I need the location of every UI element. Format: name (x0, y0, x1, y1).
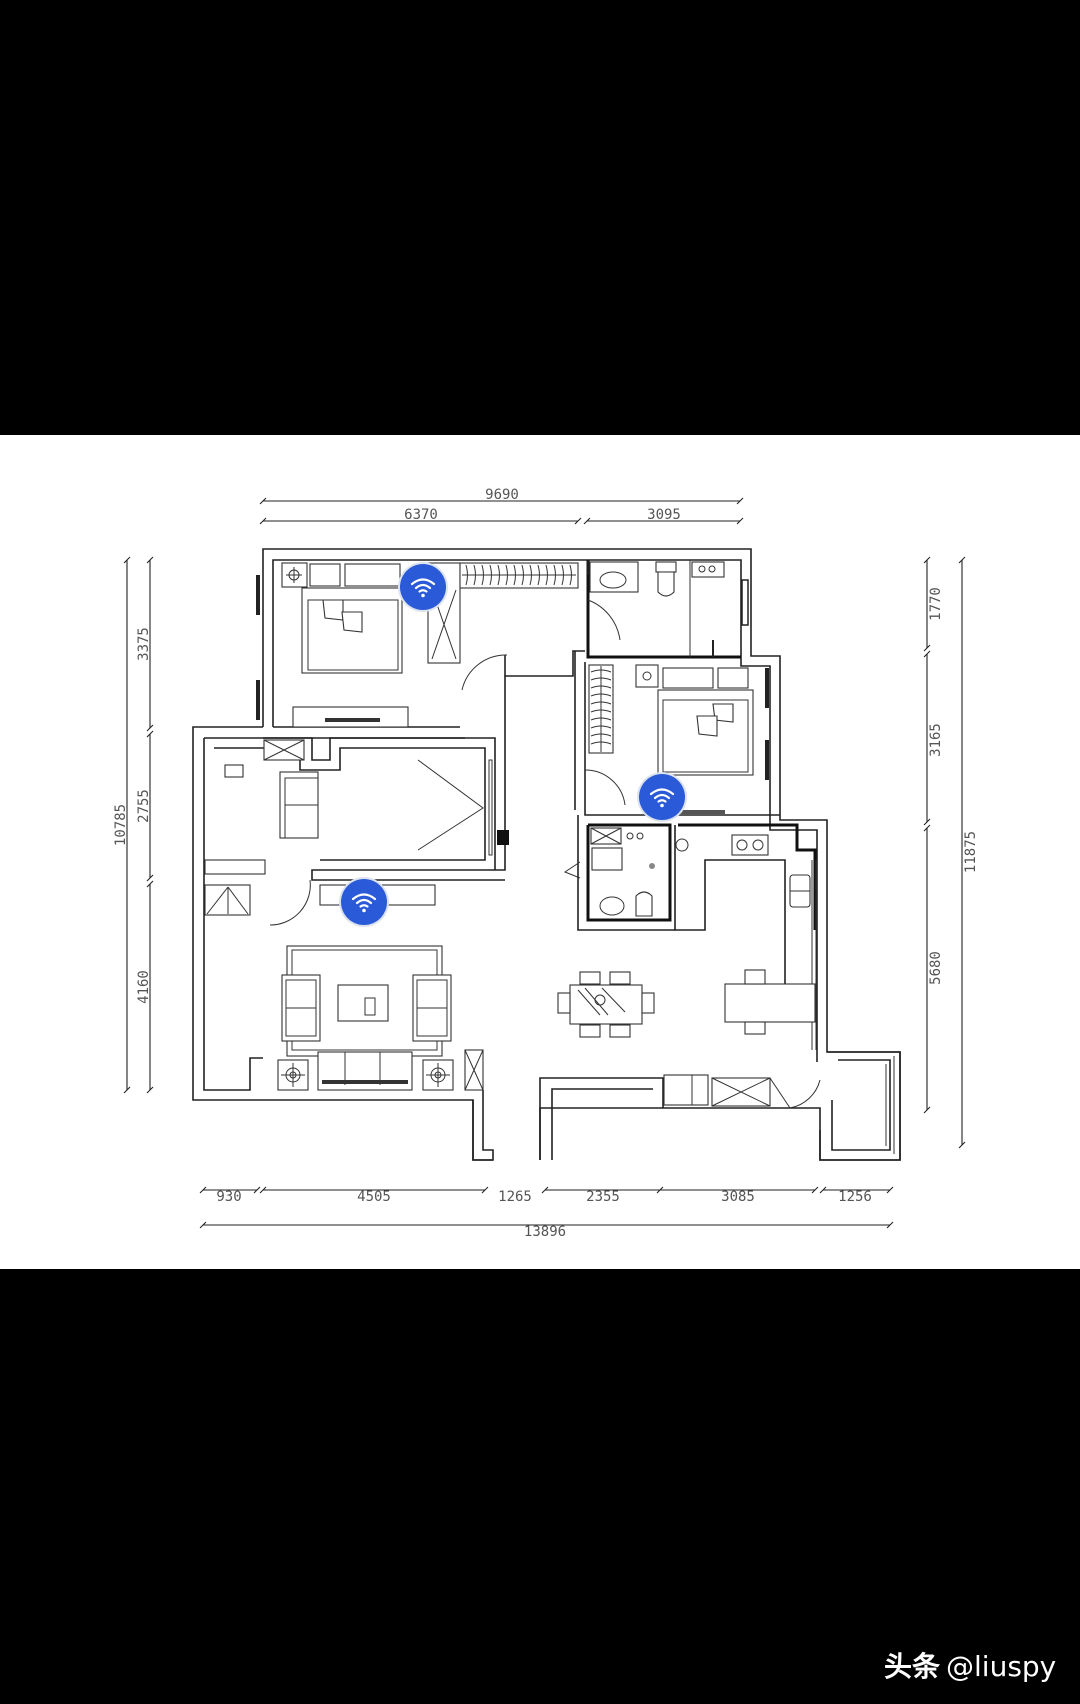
wifi-icon (649, 788, 675, 808)
right-dimension-lines (923, 556, 966, 1149)
dim-bottom-segment: 1256 (838, 1189, 872, 1205)
kitchen-fixtures (675, 834, 817, 1050)
watermark-handle: @liuspy (946, 1650, 1057, 1683)
dim-right-segment: 5680 (928, 951, 944, 985)
top-dimension-lines (259, 497, 744, 525)
second-bathroom-fixtures (563, 827, 655, 917)
top-bathroom-fixtures (587, 561, 749, 657)
dim-top-segment: 6370 (404, 507, 438, 523)
watermark-platform: 头条 (884, 1650, 941, 1683)
dim-right-overall: 11875 (963, 831, 979, 873)
living-room-furniture (277, 945, 484, 1091)
left-dimension-lines (123, 556, 154, 1094)
dim-left-segment: 4160 (136, 970, 152, 1004)
watermark: 头条@liuspy (884, 1645, 1056, 1685)
dim-bottom-segment: 1265 (498, 1189, 532, 1205)
wifi-marker-living-room[interactable] (341, 879, 387, 925)
bottom-dimension-lines (199, 1186, 894, 1229)
wifi-marker-second-bedroom[interactable] (639, 774, 685, 820)
dining-furniture (557, 971, 655, 1038)
outer-walls (192, 548, 901, 1161)
dim-top-segment: 3095 (647, 507, 681, 523)
dim-bottom-segment: 4505 (357, 1189, 391, 1205)
dim-bottom-overall: 13896 (524, 1224, 566, 1240)
dim-bottom-segment: 3085 (721, 1189, 755, 1205)
dim-left-segment: 2755 (136, 789, 152, 823)
master-bedroom-furniture (256, 562, 579, 728)
dim-bottom-segment: 930 (216, 1189, 241, 1205)
wifi-icon (351, 893, 377, 913)
bottom-storage (663, 1074, 821, 1109)
dim-right-segment: 3165 (928, 723, 944, 757)
second-bedroom-furniture (584, 664, 769, 814)
dim-left-segment: 3375 (136, 627, 152, 661)
dim-top-overall: 9690 (485, 487, 519, 503)
wifi-icon (410, 578, 436, 598)
wifi-marker-master-bedroom[interactable] (400, 564, 446, 610)
dim-right-segment: 1770 (928, 587, 944, 621)
dim-bottom-segment: 2355 (586, 1189, 620, 1205)
dim-left-overall: 10785 (113, 804, 129, 846)
